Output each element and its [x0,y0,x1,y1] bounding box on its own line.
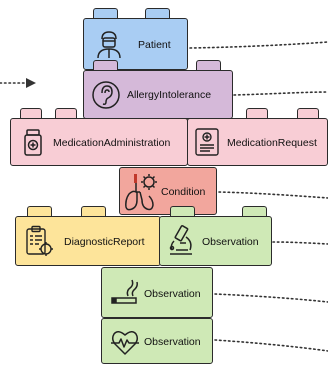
medicine-bottle-icon [24,129,42,156]
diag-stud [81,206,106,217]
medadmin-stud [20,108,42,119]
condition-label: Condition [161,186,206,198]
obs1-label: Observation [202,236,259,248]
allergy-connector [233,91,328,96]
obs2-block[interactable]: Observation [101,267,213,318]
heart-pulse-icon [111,331,139,355]
microscope-icon [169,225,192,255]
medreq-stud [246,108,268,119]
clipboard-report-icon [26,225,53,256]
medreq-stud [297,108,319,119]
diag-stud [27,206,52,217]
arrow-head-icon [26,78,36,88]
obs1-block[interactable]: Observation [159,216,272,266]
diag-block[interactable]: DiagnosticReport [15,216,161,266]
observation1-connector [272,241,328,245]
medreq-label: MedicationRequest [227,137,317,149]
allergy-stud [93,60,118,71]
medadmin-block[interactable]: MedicationAdministration [10,118,188,166]
patient-label: Patient [138,39,171,51]
allergy-block[interactable]: AllergyIntolerance [83,70,233,119]
patient-stud [93,8,118,19]
prescription-icon [195,128,219,156]
lungs-virus-icon [125,174,157,211]
allergy-stud [196,60,221,71]
ear-icon [92,81,120,109]
condition-block[interactable]: Condition [119,167,217,215]
patient-connector [189,41,328,49]
obs3-block[interactable]: Observation [101,318,213,364]
observation2-connector [214,293,328,303]
smoking-icon [111,279,138,304]
obs1-stud [170,206,195,217]
patient-block[interactable]: Patient [83,18,188,70]
observation3-connector [214,339,328,352]
medadmin-label: MedicationAdministration [53,137,171,149]
doctor-icon [97,31,121,59]
obs2-label: Observation [144,288,201,300]
obs3-label: Observation [144,336,201,348]
medadmin-stud [55,108,77,119]
diag-label: DiagnosticReport [64,236,145,248]
allergy-label: AllergyIntolerance [127,89,212,101]
obs1-stud [242,206,267,217]
condition-connector [218,191,328,199]
patient-stud [145,8,170,19]
medreq-block[interactable]: MedicationRequest [187,118,328,166]
